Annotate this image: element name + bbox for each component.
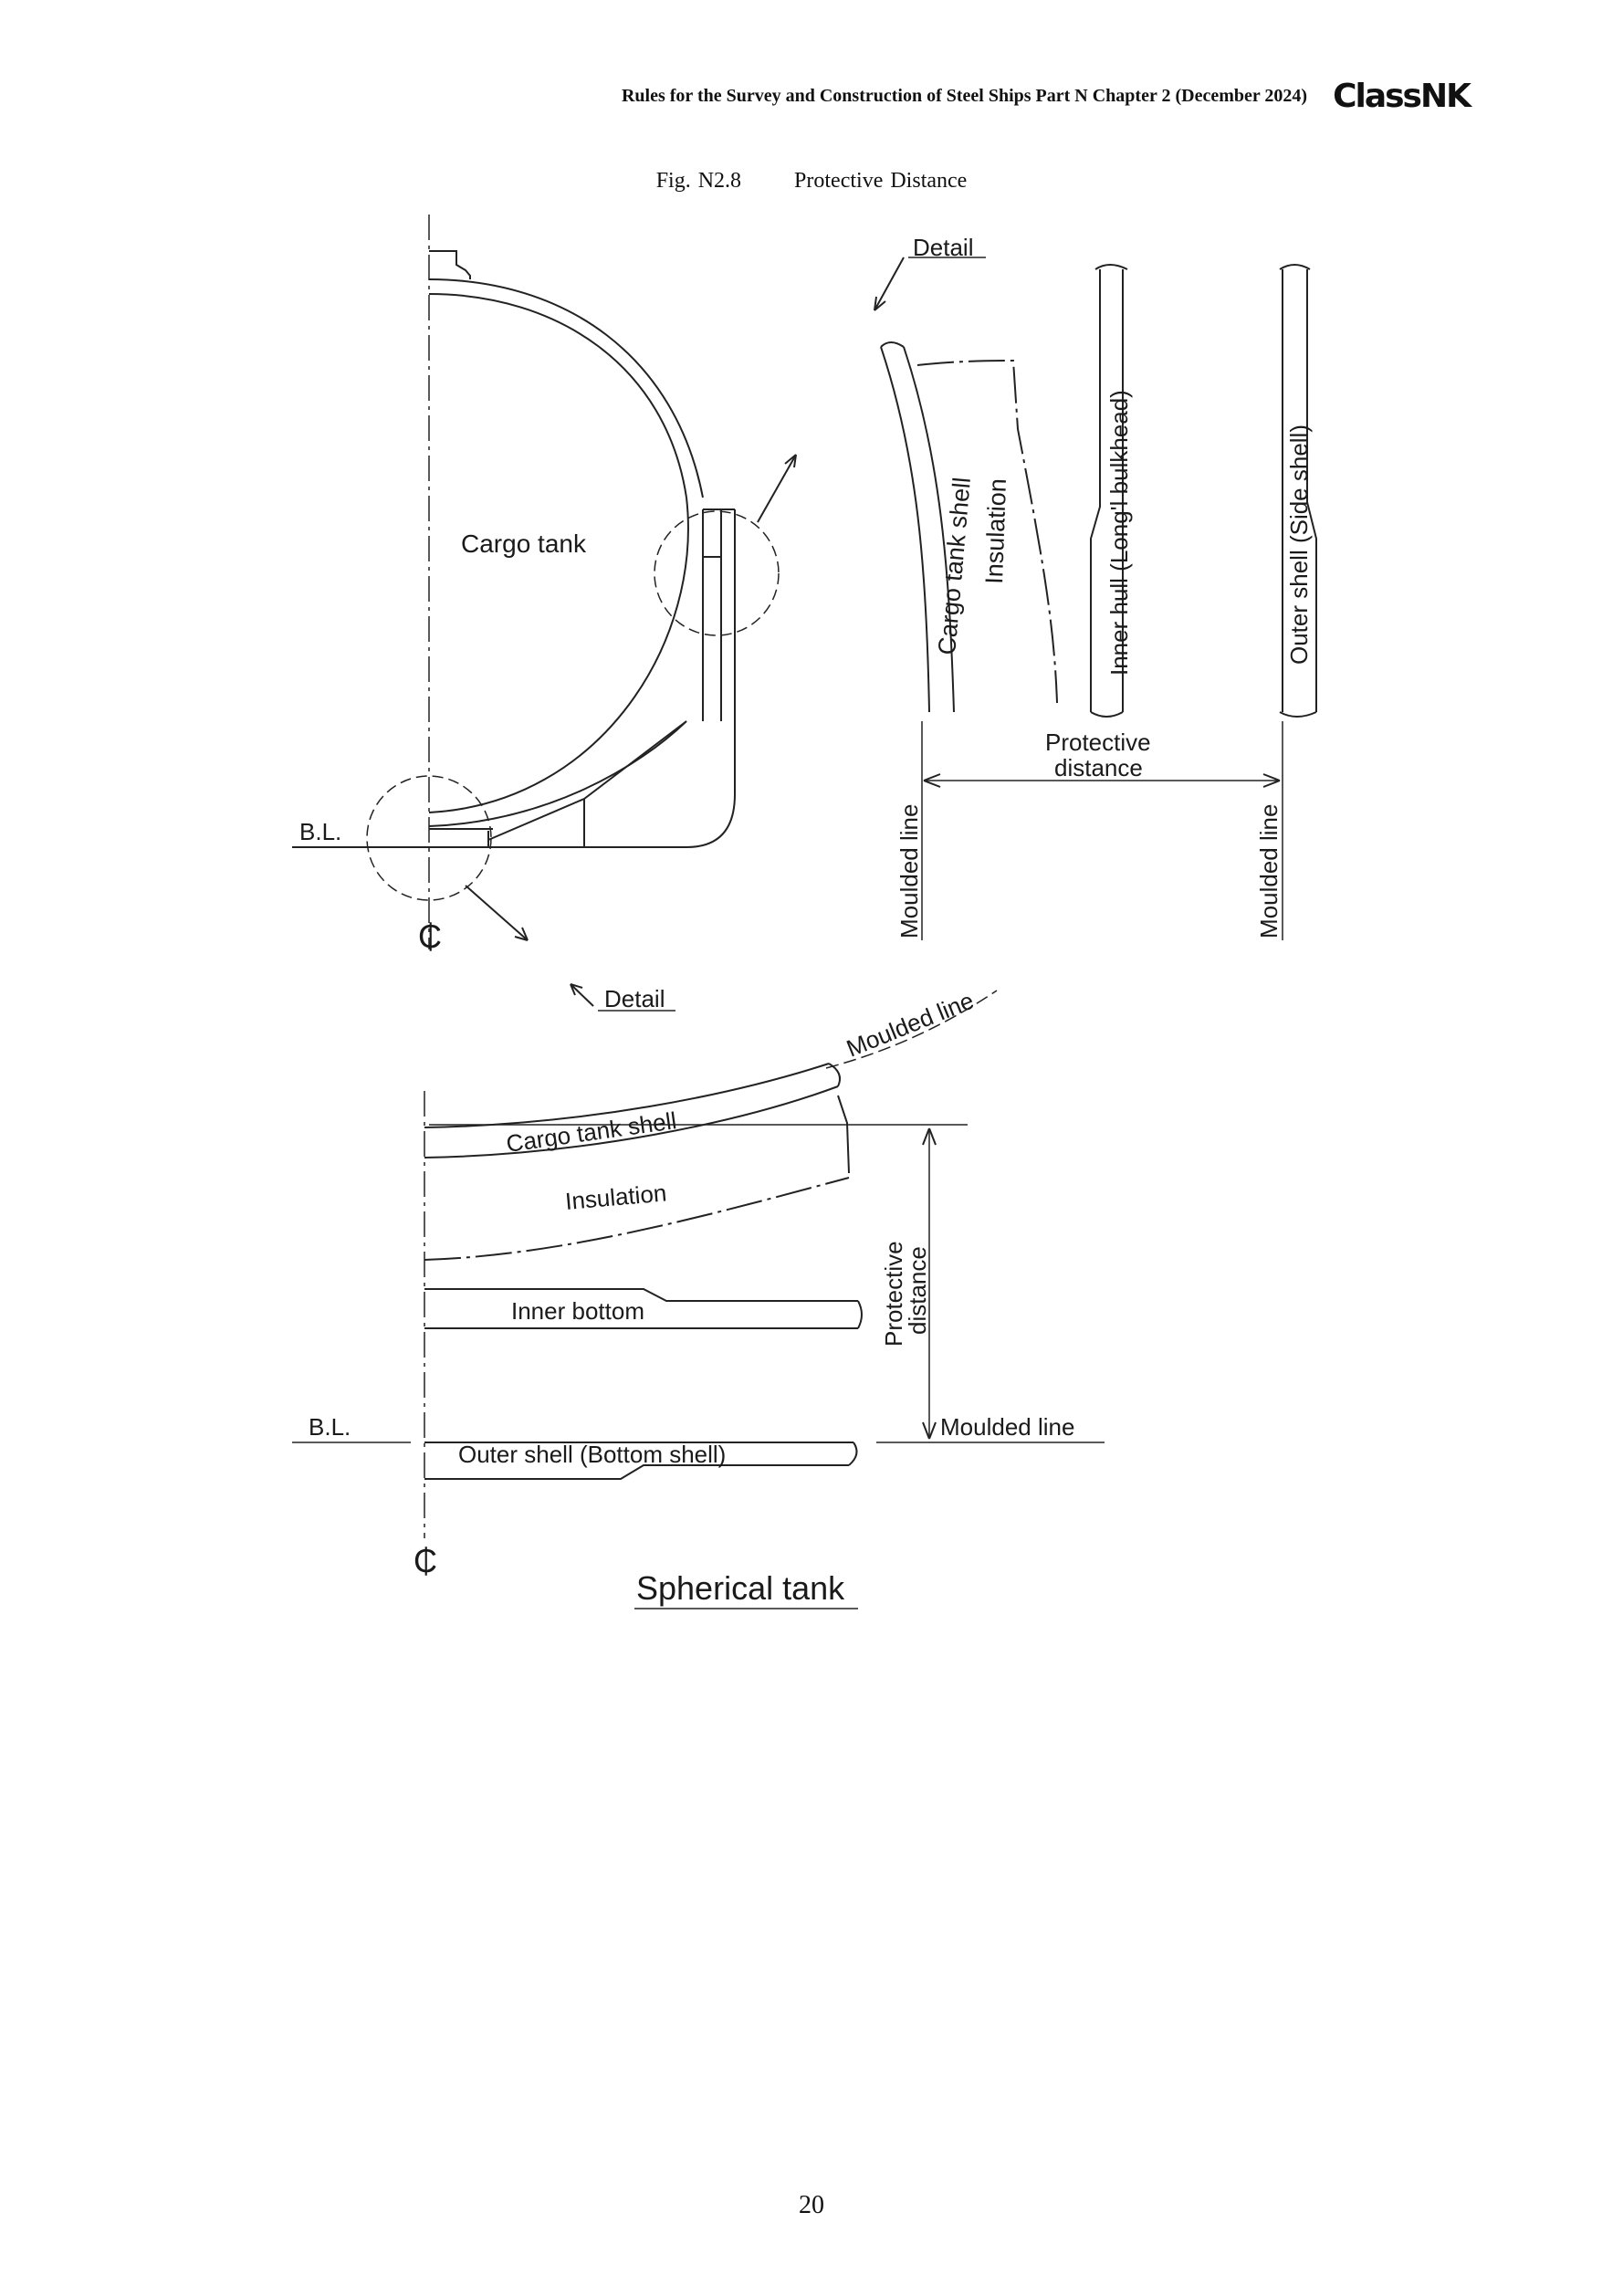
- main-section-view: [292, 215, 797, 949]
- side-cargo-tank-shell: [880, 346, 930, 713]
- side-shell-break-top: [880, 341, 905, 348]
- side-outer-shell-break-top: [1279, 264, 1311, 270]
- bottom-shell-break: [828, 1063, 841, 1087]
- bottom-inner-bottom-break: [857, 1300, 863, 1329]
- figure-title: Protective Distance: [794, 169, 968, 193]
- side-insulation-line: [916, 359, 1058, 704]
- bottom-moulded-line-top-label: Moulded line: [843, 987, 978, 1063]
- side-cargo-tank-shell-2: [903, 346, 955, 713]
- side-moulded-line-right-label: Moulded line: [1255, 804, 1283, 938]
- bottom-moulded-line-label: Moulded line: [940, 1413, 1074, 1441]
- running-title: Rules for the Survey and Construction of…: [621, 85, 1308, 106]
- figure-number: Fig. N2.8: [655, 169, 742, 193]
- bottom-detail-view: [292, 983, 1105, 1609]
- bottom-insulation-lower: [424, 1177, 850, 1261]
- detail-arrowhead-bottom: [514, 927, 529, 941]
- side-protective-distance-label-1: Protective: [1045, 729, 1151, 756]
- detail-circle-side: [654, 510, 780, 636]
- side-moulded-line-left-label: Moulded line: [895, 804, 923, 938]
- centerline-symbol-bottom: ₵: [414, 1542, 437, 1579]
- baseline-label-main: B.L.: [299, 818, 341, 845]
- hopper-plate: [487, 720, 687, 841]
- side-insulation-label: Insulation: [980, 478, 1011, 585]
- side-outer-shell-label: Outer shell (Side shell): [1285, 425, 1313, 665]
- bottom-inner-bottom: [424, 1288, 858, 1302]
- tank-dome-fitting: [429, 250, 471, 279]
- detail-pointer-bottom: [570, 983, 594, 1007]
- side-dimension-arrowhead-left: [923, 773, 941, 788]
- outer-side-shell: [429, 509, 736, 848]
- bottom-outer-shell-2: [424, 1464, 849, 1480]
- side-detail-view: [874, 257, 1317, 940]
- bottom-protective-distance-label-2: distance: [904, 1246, 931, 1335]
- figure-caption: Fig. N2.8 Protective Distance: [0, 169, 1623, 194]
- side-inner-hull-break-top: [1094, 264, 1128, 270]
- page-header: Rules for the Survey and Construction of…: [0, 73, 1471, 119]
- bottom-inner-bottom-label: Inner bottom: [511, 1297, 644, 1325]
- detail-label-side: Detail: [913, 234, 973, 261]
- classnk-logo: ClassNK: [1333, 77, 1471, 115]
- detail-label-bottom: Detail: [604, 985, 665, 1012]
- side-inner-hull: [1090, 269, 1101, 712]
- side-inner-hull-break-bottom: [1090, 711, 1124, 718]
- bottom-protective-distance-label-1: Protective: [880, 1241, 907, 1347]
- side-outer-shell-break-bottom: [1279, 711, 1317, 718]
- bottom-dimension-arrowhead-bottom: [922, 1421, 937, 1440]
- bottom-insulation-label: Insulation: [564, 1179, 668, 1215]
- detail-arrow-side: [757, 454, 797, 523]
- centerline-symbol-main: ₵: [418, 917, 442, 955]
- side-protective-distance-label-2: distance: [1054, 754, 1143, 781]
- bottom-cargo-tank-shell-label: Cargo tank shell: [505, 1106, 678, 1158]
- cargo-tank-shell-arc-inner: [428, 293, 687, 498]
- side-dimension-arrowhead-right: [1262, 773, 1281, 788]
- bottom-cargo-tank-shell-2: [424, 1085, 839, 1158]
- detail-arrowhead-side: [784, 454, 797, 468]
- bottom-insulation-break: [837, 1095, 850, 1174]
- detail-pointer-side: [874, 257, 905, 311]
- cargo-tank-shell-arc-outer: [428, 278, 704, 498]
- bottom-dimension-arrowhead-top: [922, 1127, 937, 1146]
- cargo-tank-sphere-lower: [428, 497, 689, 813]
- detail-pointer-head-bottom: [570, 983, 583, 996]
- cargo-tank-label: Cargo tank: [461, 529, 587, 558]
- detail-circle-bottom: [366, 775, 492, 901]
- bottom-outer-shell-break: [848, 1442, 858, 1466]
- side-outer-shell-2: [1306, 269, 1317, 712]
- bottom-outer-shell-label: Outer shell (Bottom shell): [458, 1441, 726, 1468]
- detail-pointer-head-side: [874, 296, 886, 311]
- detail-arrow-bottom: [465, 885, 529, 941]
- tank-skirt: [428, 720, 687, 827]
- bottom-baseline-label: B.L.: [309, 1413, 351, 1441]
- spherical-tank-subtitle: Spherical tank: [636, 1569, 845, 1607]
- bottom-moulded-line-top: [825, 990, 998, 1069]
- side-inner-hull-label: Inner hull (Long'l bulkhead): [1105, 390, 1133, 676]
- page-number: 20: [799, 2191, 824, 2219]
